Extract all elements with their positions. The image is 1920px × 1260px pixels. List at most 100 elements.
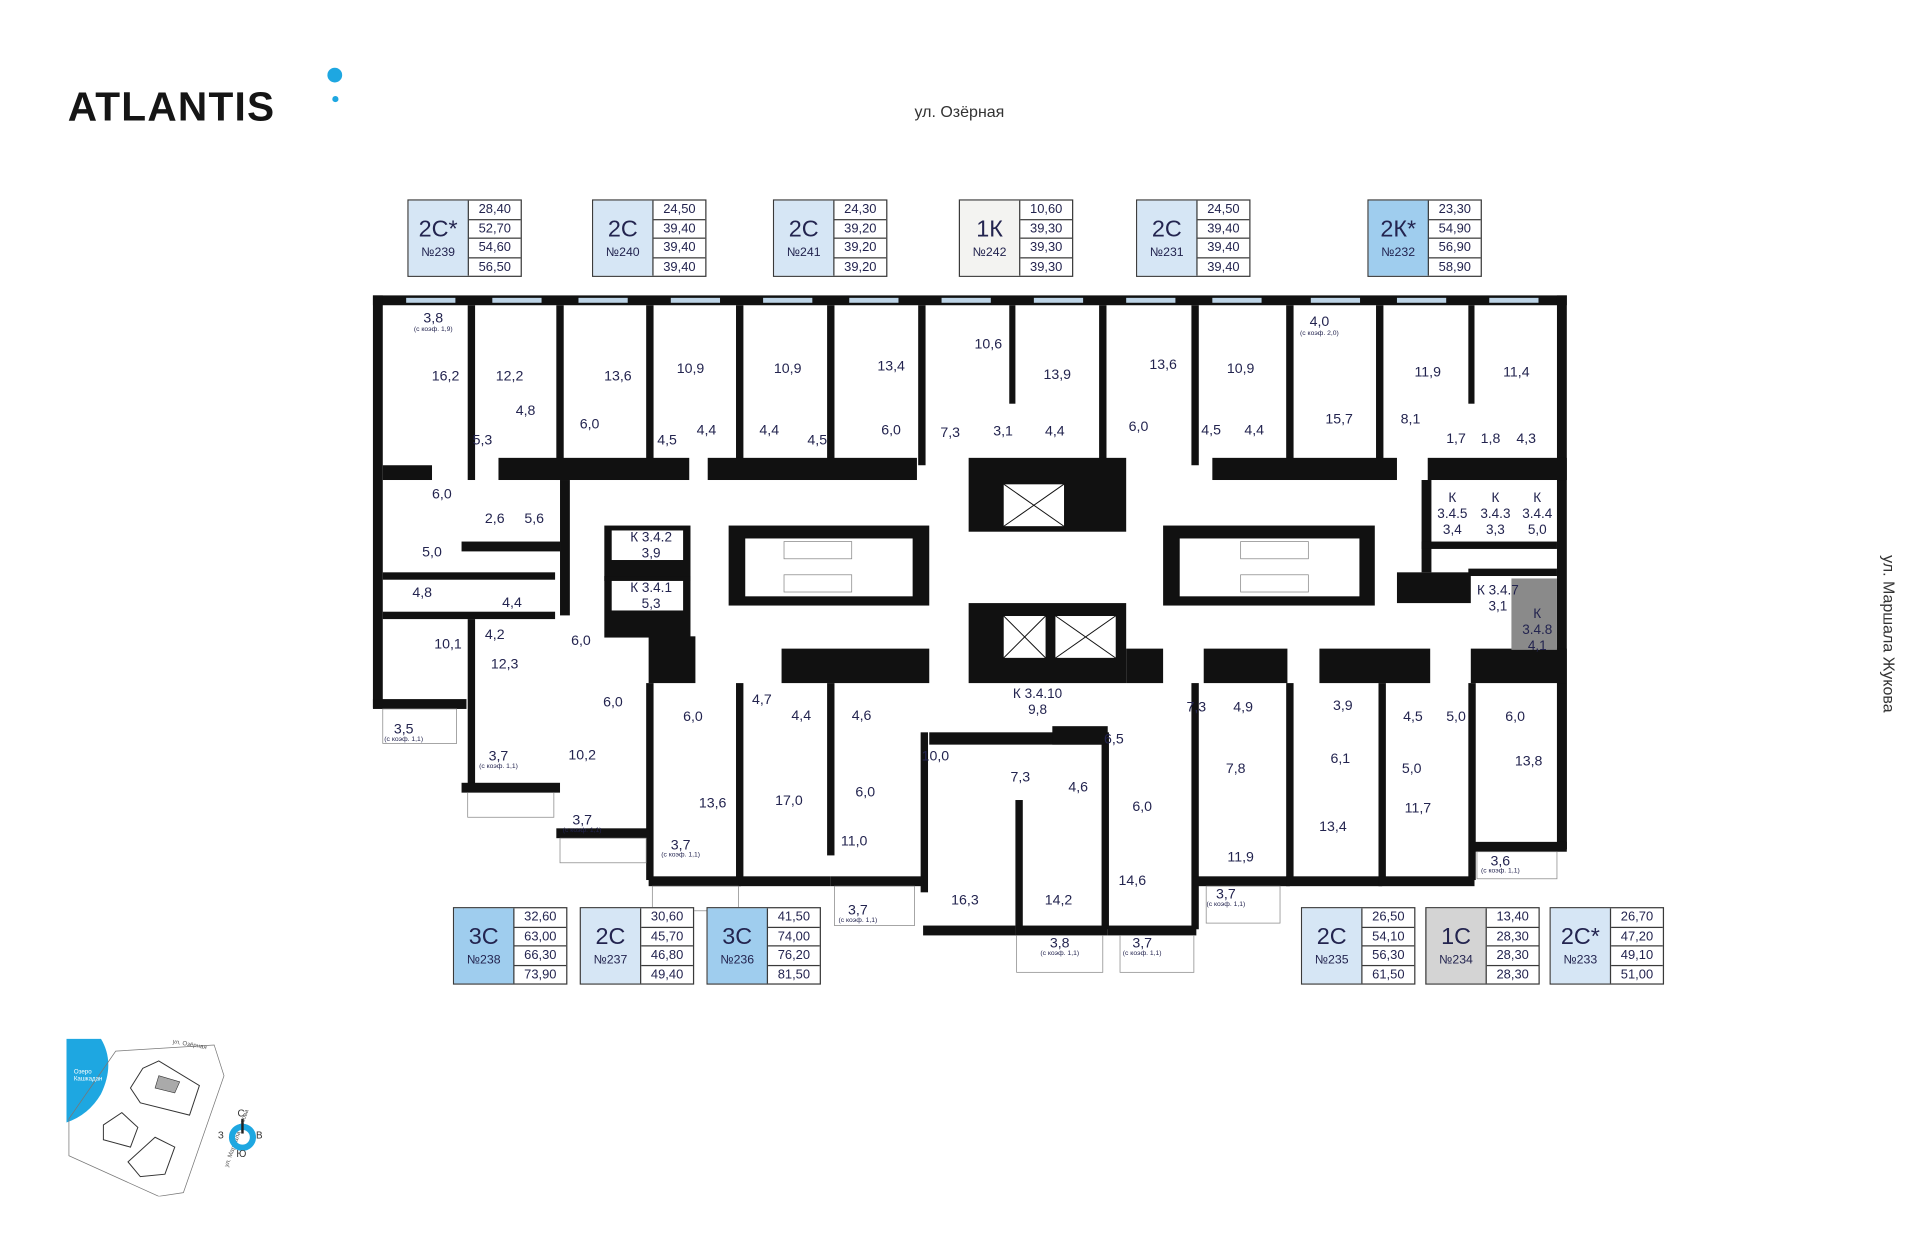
apartment-number: №238	[466, 953, 501, 967]
area-value: 45,70	[641, 927, 693, 947]
room-area: 6,1	[1330, 752, 1351, 767]
area-value: 66,30	[514, 946, 567, 966]
room-area: 4,6	[1068, 780, 1089, 796]
storage-label: К	[1533, 491, 1542, 506]
room-area: 13,6	[1149, 358, 1177, 373]
apartment-type: 2С	[595, 923, 626, 950]
area-value: 76,20	[768, 946, 820, 966]
storage-area: 4,1	[1527, 638, 1547, 654]
room-area: 6,0	[432, 487, 452, 503]
room-area: 5,0	[1446, 710, 1466, 725]
room-area: 10,9	[676, 361, 705, 377]
logo-dot-icon	[327, 67, 343, 83]
storage-area: 3,4	[1442, 523, 1462, 538]
area-value: 56,90	[1428, 239, 1481, 258]
room-area: 11,7	[1404, 801, 1432, 817]
area-value: 32,60	[514, 908, 567, 928]
area-value: 58,90	[1438, 259, 1471, 275]
area-value: 28,30	[1486, 946, 1539, 966]
room-area: 16,3	[951, 893, 979, 909]
room-area: 4,4	[696, 423, 717, 439]
area-value: 28,30	[1496, 967, 1529, 982]
room-area: 3,7	[1132, 936, 1153, 952]
room-note: (с коэф. 1,1)	[1206, 900, 1246, 909]
area-value: 39,40	[1197, 220, 1250, 239]
room-area: 11,0	[840, 834, 868, 850]
apartment-type: 2С	[1151, 216, 1182, 242]
room-area: 7,3	[1186, 700, 1207, 716]
storage-label: К 3.4.7	[1476, 583, 1519, 599]
storage-code: 3.4.3	[1480, 507, 1511, 522]
area-value: 24,30	[834, 201, 887, 220]
logo-dot-icon	[332, 96, 339, 103]
room-area: 13,8	[1514, 754, 1543, 770]
apartment-type: 2С	[607, 216, 638, 242]
area-value: 39,30	[1020, 239, 1073, 258]
area-value: 10,60	[1020, 201, 1073, 220]
room-note: (с коэф. 1,9)	[413, 326, 453, 334]
storage-area: 3,9	[641, 546, 661, 562]
area-value: 49,10	[1611, 946, 1663, 966]
area-value: 39,40	[653, 239, 706, 258]
room-area: 4,5	[807, 433, 828, 449]
storage-label: К	[1491, 491, 1500, 506]
room-area: 1,8	[1480, 432, 1501, 447]
compass-south: Ю	[236, 1148, 247, 1160]
apartment-type: 2С*	[418, 216, 458, 242]
area-value: 28,30	[1486, 927, 1539, 947]
room-note: (с коэф. 1,1)	[661, 851, 701, 860]
apartment-number: №235	[1314, 953, 1349, 967]
area-value: 47,20	[1611, 927, 1663, 947]
room-area: 4,6	[851, 708, 872, 724]
area-value: 30,60	[641, 908, 693, 928]
room-area: 12,2	[495, 369, 524, 385]
apartment-number: №240	[605, 245, 640, 260]
room-area: 4,4	[1244, 423, 1265, 439]
area-value: 39,40	[1207, 259, 1240, 275]
room-area: 2,6	[484, 512, 505, 527]
room-area: 4,5	[1403, 710, 1423, 725]
room-area: 13,9	[1043, 368, 1072, 383]
area-value: 74,00	[768, 927, 820, 947]
room-area: 3,6	[1490, 854, 1511, 869]
room-note: (с коэф. 1,1)	[1040, 950, 1080, 958]
area-value: 24,50	[653, 201, 706, 220]
room-area: 5,3	[472, 433, 493, 449]
apartment-type: 1С	[1441, 923, 1471, 950]
apartment-number: №234	[1439, 953, 1473, 967]
storage-label: К 3.4.10	[1012, 686, 1063, 702]
apartment-type-cell: 2С*№233	[1550, 908, 1612, 984]
room-area: 7,3	[940, 425, 961, 441]
room-area: 13,4	[1319, 819, 1347, 835]
room-area: 4,8	[515, 403, 536, 419]
room-area: 6,0	[1132, 800, 1153, 815]
storage-label: К	[1533, 606, 1542, 622]
